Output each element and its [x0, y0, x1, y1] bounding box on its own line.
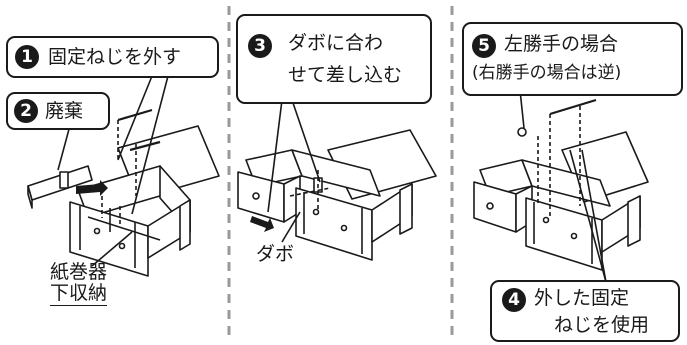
step-1-badge: 1: [15, 45, 39, 69]
step-5-text-line1: 左勝手の場合: [504, 33, 619, 55]
step-4-text-line2: ねじを使用: [554, 314, 650, 336]
step-5-callout: 5 左勝手の場合 (右勝手の場合は逆): [462, 22, 683, 96]
panel-2-drawing: [237, 99, 437, 261]
step-2-text: 廃棄: [45, 100, 84, 122]
step-5-badge: 5: [472, 34, 496, 58]
step-2-callout: 2 廃棄: [6, 92, 110, 130]
step-3-badge: 3: [248, 34, 272, 58]
step-4-badge: 4: [502, 288, 526, 312]
paper-storage-label: 紙巻器 下収納: [50, 261, 108, 306]
step-3-callout: 3 ダボに合わ せて差し込む: [236, 14, 432, 104]
step-2-badge: 2: [14, 99, 38, 123]
step-3-text-line2: せて差し込む: [288, 64, 403, 86]
paper-storage-label-line1: 紙巻器: [50, 261, 108, 283]
step-1-text: 固定ねじを外す: [48, 46, 182, 68]
step-4-callout: 4 外した固定 ねじを使用: [490, 280, 680, 342]
dowel-label: ダボ: [256, 243, 295, 265]
panel-1-drawing: [27, 75, 220, 277]
step-5-text-line2: (右勝手の場合は逆): [472, 63, 622, 83]
paper-storage-label-line2: 下収納: [50, 282, 108, 306]
step-4-text-line1: 外した固定: [534, 287, 630, 309]
step-3-text-line1: ダボに合わ: [288, 32, 384, 54]
panel-3-drawing: [473, 89, 649, 283]
step-1-callout: 1 固定ねじを外す: [6, 36, 219, 78]
